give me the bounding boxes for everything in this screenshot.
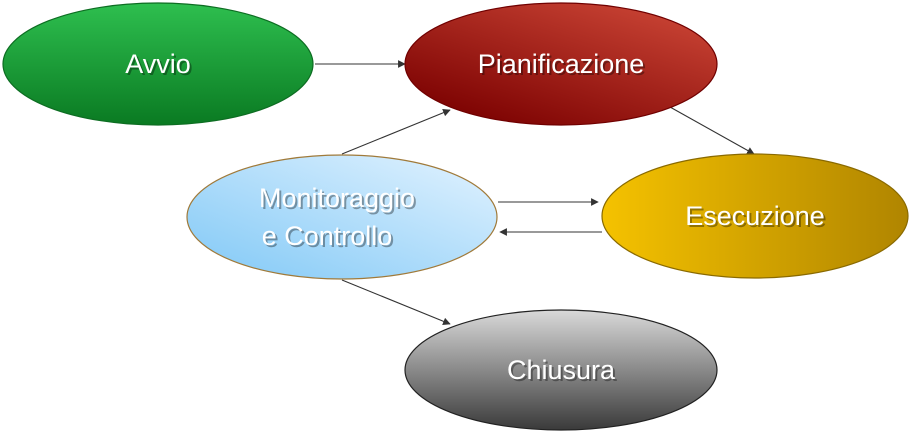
- node-pianificazione[interactable]: Pianificazione Pianificazione: [404, 2, 718, 126]
- node-chiusura-shape: [404, 309, 718, 431]
- edge-monitoraggio-chiusura: [341, 279, 451, 325]
- node-esecuzione[interactable]: Esecuzione Esecuzione: [601, 153, 909, 279]
- edge-pianificazione-esecuzione: [669, 106, 755, 155]
- node-avvio-label: Avvio: [125, 49, 191, 79]
- node-pianificazione-label-shadow: Pianificazione: [480, 51, 647, 81]
- node-chiusura[interactable]: Chiusura Chiusura: [404, 309, 718, 431]
- edge-monitoraggio-pianificazione: [341, 109, 451, 155]
- node-monitoraggio-label-line2-shadow: e Controllo: [264, 223, 395, 253]
- node-avvio[interactable]: Avvio Avvio: [2, 2, 314, 126]
- node-chiusura-label-shadow: Chiusura: [509, 357, 618, 387]
- edges: [315, 60, 755, 325]
- node-monitoraggio[interactable]: Monitoraggio Monitoraggio e Controllo e …: [186, 154, 498, 280]
- node-pianificazione-shape: [404, 2, 718, 126]
- node-esecuzione-shape: [601, 153, 909, 279]
- node-monitoraggio-label-line1: Monitoraggio: [259, 183, 415, 213]
- node-pianificazione-label: Pianificazione: [478, 49, 645, 79]
- node-monitoraggio-label-line2: e Controllo: [262, 221, 393, 251]
- node-chiusura-label: Chiusura: [507, 355, 616, 385]
- node-monitoraggio-shape: [186, 154, 498, 280]
- node-esecuzione-label-shadow: Esecuzione: [687, 203, 827, 233]
- node-monitoraggio-label-line1-shadow: Monitoraggio: [261, 185, 417, 215]
- node-avvio-shape: [2, 2, 314, 126]
- node-avvio-label-shadow: Avvio: [127, 51, 193, 81]
- node-esecuzione-label: Esecuzione: [685, 201, 825, 231]
